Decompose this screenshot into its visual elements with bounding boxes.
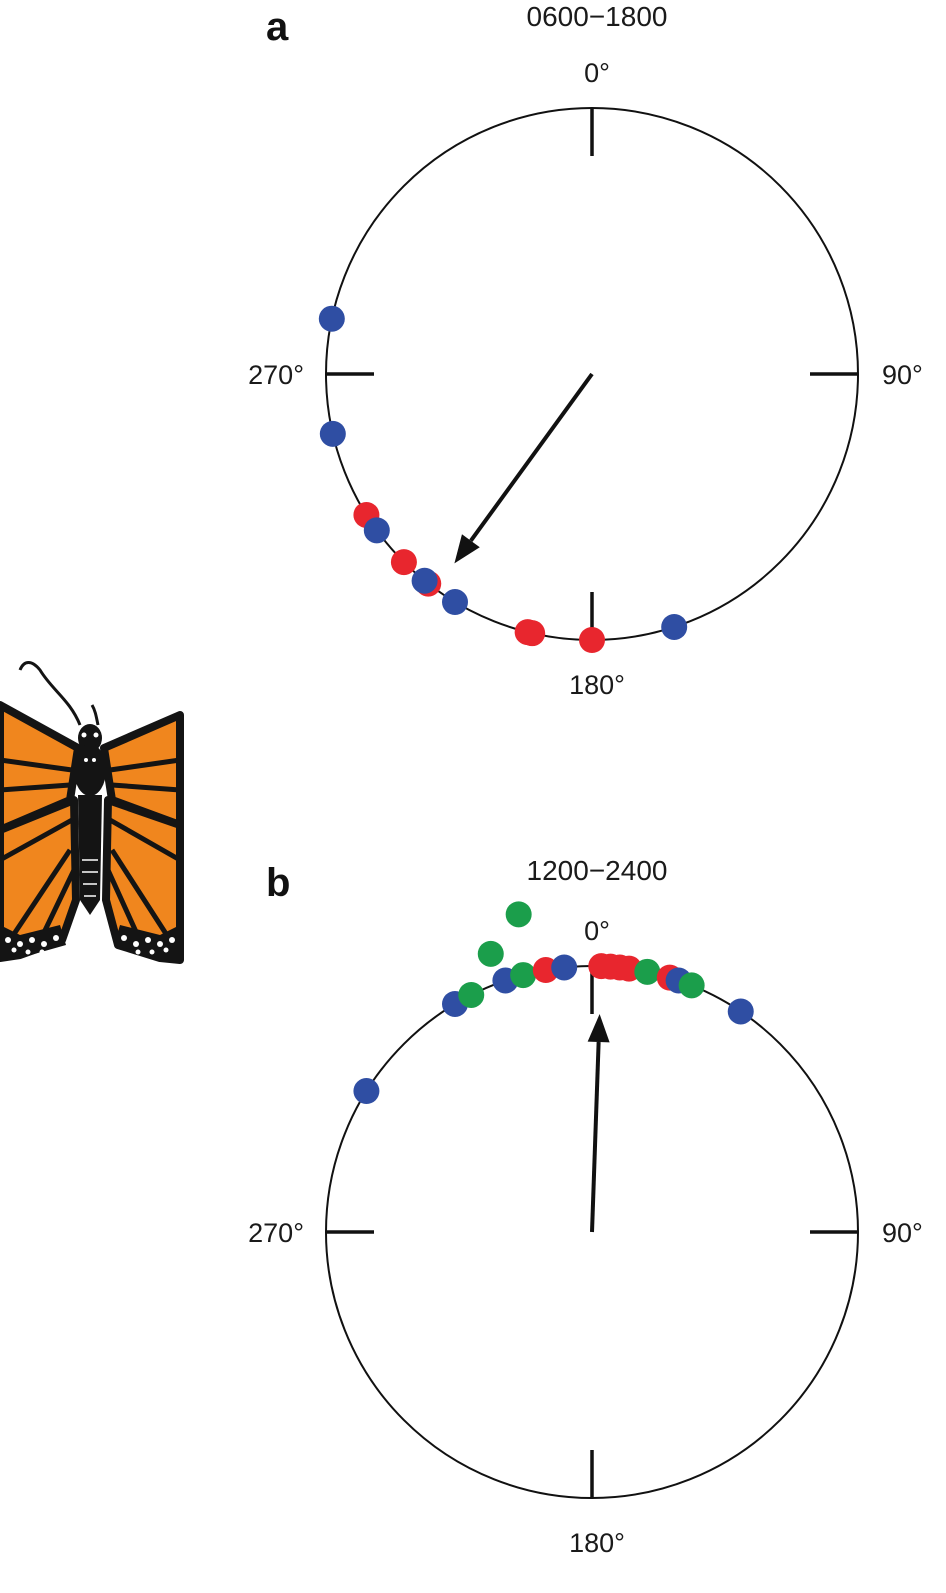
panel-label-a: a [266, 5, 289, 49]
data-point-green [505, 901, 532, 928]
mean-vector-b [587, 1014, 610, 1233]
panel-label-b: b [266, 861, 290, 905]
tick-label-0: 0° [584, 916, 610, 946]
tick-label-0: 0° [584, 58, 610, 88]
mean-vector-a [454, 372, 594, 564]
data-point-blue [353, 1078, 380, 1105]
data-point-green [634, 958, 661, 985]
data-point-blue [661, 613, 688, 640]
panel-title-b: 1200−2400 [527, 855, 668, 886]
panel-title-a: 0600−1800 [527, 1, 668, 32]
panel-a: a 0600−1800 0° 90° 180° 270° [248, 1, 923, 700]
mean-vector-arrowhead [454, 534, 480, 564]
monarch-butterfly-illustration [0, 661, 184, 964]
data-point-blue [363, 517, 390, 544]
data-points-a [318, 305, 688, 653]
data-point-blue [319, 420, 346, 447]
data-point-blue [441, 589, 468, 616]
tick-label-180: 180° [569, 1528, 625, 1558]
mean-vector-arrowhead [587, 1014, 610, 1043]
data-point-red [519, 620, 546, 647]
data-point-green [510, 962, 537, 989]
data-point-blue [411, 567, 438, 594]
data-point-red [390, 549, 417, 576]
data-point-green [678, 972, 705, 999]
data-point-green [477, 940, 504, 967]
data-point-red [579, 627, 605, 653]
tick-label-90: 90° [882, 360, 923, 390]
panel-b: b 1200−2400 0° 90° 180° 270° [248, 855, 923, 1558]
mean-vector-shaft [469, 372, 594, 542]
data-point-green [458, 981, 485, 1008]
data-point-blue [727, 998, 754, 1025]
tick-label-270: 270° [248, 1218, 304, 1248]
tick-label-270: 270° [248, 360, 304, 390]
mean-vector-shaft [590, 1041, 601, 1233]
tick-label-90: 90° [882, 1218, 923, 1248]
data-points-b [353, 901, 754, 1105]
data-point-blue [551, 954, 578, 981]
tick-label-180: 180° [569, 670, 625, 700]
data-point-blue [318, 305, 345, 332]
